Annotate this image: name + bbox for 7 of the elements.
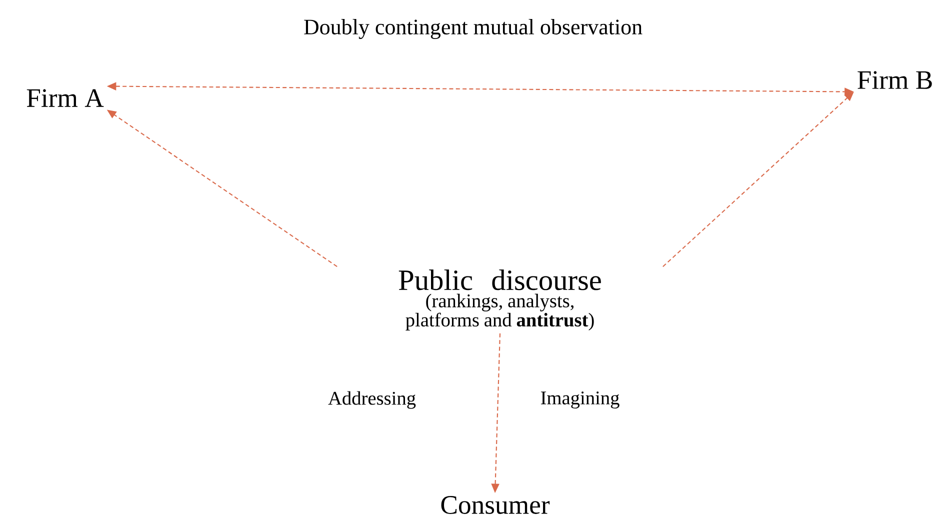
side-label: Addressing xyxy=(328,391,416,409)
heading-with-note: Public discourse (rankings, analysts, platforms and antitrust) xyxy=(398,270,601,330)
side-label: Imagining xyxy=(540,392,620,408)
edge-label: Doubly contingent mutual observation xyxy=(302,18,644,40)
node-label: Firm B xyxy=(858,71,932,89)
node-label: Consumer xyxy=(441,496,550,514)
node-label: Firm A xyxy=(26,89,104,107)
